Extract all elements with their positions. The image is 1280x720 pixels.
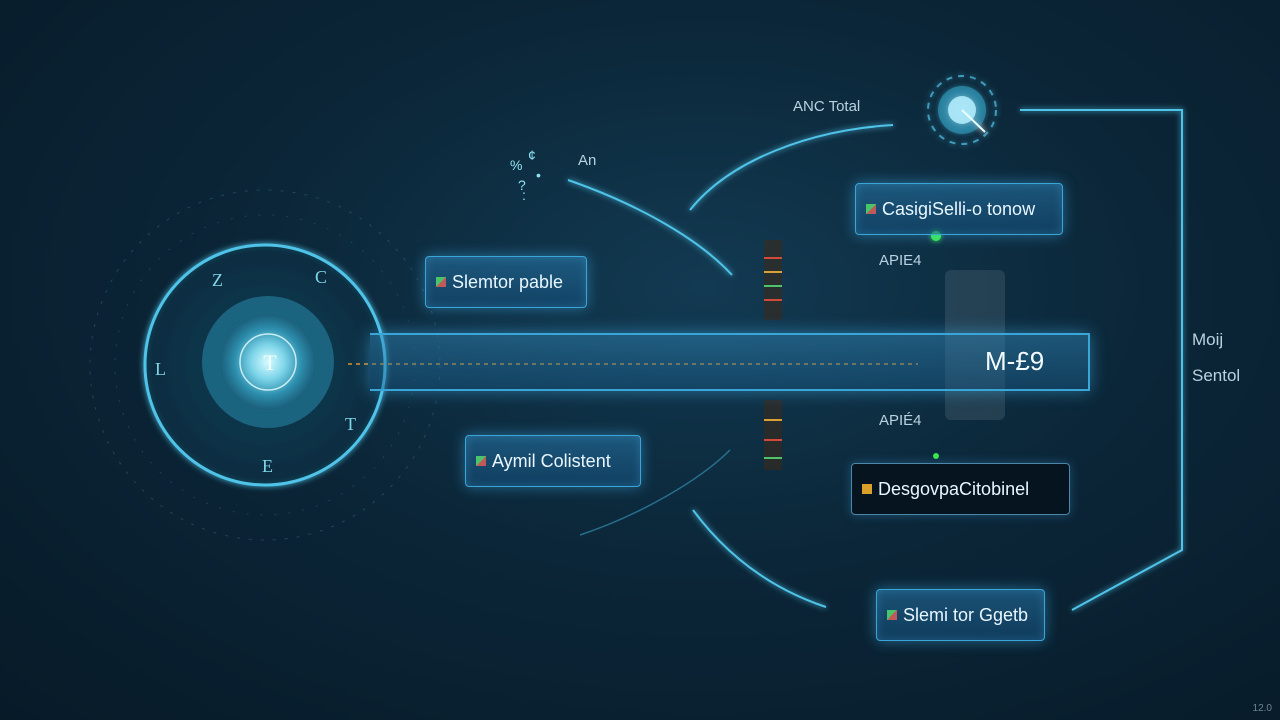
right-bracket xyxy=(1020,109,1183,611)
hub-rune-1: Z xyxy=(212,270,223,290)
label-anc-total: ANC Total xyxy=(793,98,861,115)
glyph-cluster-icon: % ¢? •: xyxy=(510,147,541,203)
main-bar xyxy=(370,333,1090,391)
svg-text:•: • xyxy=(536,167,541,183)
node-marker-icon xyxy=(436,277,446,287)
hub-core-ring xyxy=(239,333,297,391)
arc-bottom-left xyxy=(579,449,731,536)
svg-text::: : xyxy=(522,187,526,203)
background-ring-inner xyxy=(114,214,416,516)
stack-bottom xyxy=(764,400,782,470)
hub-core xyxy=(220,314,316,410)
arc-top-right xyxy=(689,124,894,211)
node-marker-icon xyxy=(862,484,872,494)
node-label: CasigiSelli-o tonow xyxy=(882,198,1036,219)
svg-text:¢: ¢ xyxy=(528,147,536,163)
node-label: Slemi tor Ggetb xyxy=(903,604,1029,625)
label-api-top: APIE4 xyxy=(879,252,922,269)
node-casig[interactable]: CasigiSelli-o tonow xyxy=(855,183,1063,235)
arc-top-left xyxy=(567,179,733,276)
background-ring xyxy=(89,189,441,541)
hub-rune-3: L xyxy=(155,359,166,379)
hub-rune-2: C xyxy=(315,267,327,287)
label-an: An xyxy=(578,152,597,169)
node-slemtor[interactable]: Slemtor pable xyxy=(425,256,587,308)
hub-glyph: T xyxy=(263,350,277,375)
node-desgov[interactable]: DesgovpaCitobinel xyxy=(851,463,1070,515)
svg-text:%: % xyxy=(510,157,522,173)
node-marker-icon xyxy=(866,204,876,214)
node-label: Slemtor pable xyxy=(452,271,564,292)
arc-bottom-right xyxy=(692,509,827,608)
node-marker-icon xyxy=(476,456,486,466)
gauge-icon xyxy=(927,75,997,145)
node-label: Aymil Colistent xyxy=(492,450,611,471)
node-label: DesgovpaCitobinel xyxy=(878,478,1030,499)
hub-rune-4: T xyxy=(345,414,356,434)
stack-top xyxy=(764,240,782,320)
document-icon xyxy=(945,270,1005,420)
label-side-bottom: Sentol xyxy=(1192,366,1241,385)
label-side-top: Moij xyxy=(1192,330,1224,349)
green-connector-bottom-dot xyxy=(933,453,939,459)
node-aymil[interactable]: Aymil Colistent xyxy=(465,435,641,487)
svg-text:?: ? xyxy=(518,177,526,193)
node-marker-icon xyxy=(887,610,897,620)
node-slemi[interactable]: Slemi tor Ggetb xyxy=(876,589,1045,641)
main-bar-text: M-£9 xyxy=(985,346,1045,376)
hub-rune-5: E xyxy=(262,456,273,476)
label-api-bottom: APIÉ4 xyxy=(879,412,922,429)
corner-label: 12.0 xyxy=(1252,703,1272,714)
